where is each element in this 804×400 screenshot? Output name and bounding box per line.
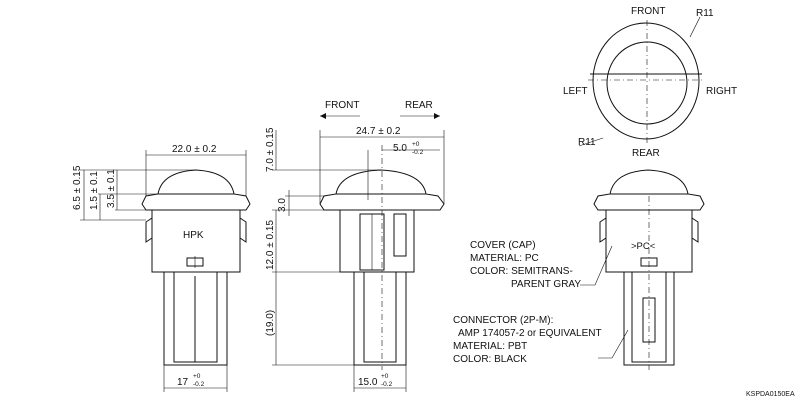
side-connector bbox=[353, 272, 407, 366]
side-view: FRONT REAR 24.7 ± 0.2 5.0 +0 -0.2 bbox=[265, 100, 445, 392]
side-connector-inner bbox=[363, 272, 397, 363]
notes: COVER (CAP) MATERIAL: PC COLOR: SEMITRAN… bbox=[453, 240, 602, 365]
rear-side-arrowhead bbox=[434, 113, 440, 119]
dim-7-text: 7.0 ± 0.15 bbox=[265, 127, 276, 172]
dim-15-text: 15.0 bbox=[358, 377, 378, 388]
cover-leader bbox=[580, 245, 613, 286]
dim-15-tol-upper: +0 bbox=[381, 373, 389, 380]
right-right-clip bbox=[691, 217, 699, 243]
cover-note-line-3: COLOR: SEMITRANS- bbox=[470, 266, 573, 277]
connector-note-line-3: MATERIAL: PBT bbox=[453, 341, 527, 352]
r11-bottom-label: R11 bbox=[578, 137, 596, 148]
dim-1-5-text: 1.5 ± 0.1 bbox=[89, 171, 100, 210]
connector-note-line-1: CONNECTOR (2P-M): bbox=[453, 315, 553, 326]
connector-leader bbox=[598, 329, 629, 359]
front-left-clip bbox=[145, 217, 153, 243]
front-right-clip bbox=[239, 217, 247, 243]
rear-side-label: REAR bbox=[405, 100, 433, 111]
right-connector-slot bbox=[642, 297, 656, 343]
rear-bottom-label: REAR bbox=[632, 148, 660, 159]
right-cap bbox=[593, 169, 705, 211]
drawing-code: KSPDA0150EA bbox=[746, 391, 795, 398]
front-body bbox=[151, 210, 241, 273]
hpk-label: HPK bbox=[183, 230, 204, 241]
cover-note-line-1: COVER (CAP) bbox=[470, 240, 536, 251]
dim-19-text: (19.0) bbox=[265, 310, 276, 336]
dim-3-5-text: 3.5 ± 0.1 bbox=[106, 169, 117, 208]
front-cap bbox=[141, 169, 251, 211]
right-connector-inner bbox=[631, 272, 667, 363]
front-view: HPK 22.0 ± 0.2 6.5 ± 0.15 1.5 ± 0.1 3.5 … bbox=[72, 144, 251, 392]
front-side-arrowhead bbox=[320, 113, 326, 119]
right-left-clip bbox=[599, 217, 607, 243]
connector-note-line-4: COLOR: BLACK bbox=[453, 354, 527, 365]
r11-top-leader bbox=[689, 16, 701, 38]
left-label: LEFT bbox=[563, 86, 587, 97]
right-label: RIGHT bbox=[706, 86, 737, 97]
front-top-label: FRONT bbox=[631, 6, 665, 17]
side-cap bbox=[319, 169, 445, 211]
front-connector bbox=[163, 272, 228, 366]
dim-15-tol-lower: -0.2 bbox=[381, 381, 393, 388]
r11-top-label: R11 bbox=[696, 8, 714, 19]
cover-note-line-4: PARENT GRAY bbox=[511, 279, 581, 290]
side-body-rib bbox=[393, 213, 407, 257]
right-view: >PC< bbox=[580, 169, 705, 370]
side-body bbox=[339, 210, 415, 273]
top-view: FRONT R11 LEFT RIGHT R11 REAR bbox=[563, 6, 737, 159]
r11-bottom-leader bbox=[578, 137, 604, 147]
dim-17-tol-lower: -0.2 bbox=[193, 381, 205, 388]
pc-mark-label: >PC< bbox=[631, 241, 656, 252]
dim-5-tol-lower: -0.2 bbox=[412, 149, 424, 156]
dim-6-5-text: 6.5 ± 0.15 bbox=[72, 165, 83, 210]
dim-5-text: 5.0 bbox=[393, 143, 407, 154]
dim-22-text: 22.0 ± 0.2 bbox=[172, 144, 217, 155]
connector-note-line-2: AMP 174057-2 or EQUIVALENT bbox=[458, 328, 602, 339]
dim-12-text: 12.0 ± 0.15 bbox=[265, 220, 276, 270]
dim-5-tol-upper: +0 bbox=[412, 141, 420, 148]
front-side-label: FRONT bbox=[325, 100, 359, 111]
right-connector bbox=[623, 272, 675, 366]
outer-circle bbox=[592, 22, 700, 140]
right-body bbox=[605, 210, 693, 273]
dim-24-text: 24.7 ± 0.2 bbox=[356, 126, 401, 137]
cover-note-line-2: MATERIAL: PC bbox=[470, 253, 539, 264]
dim-17-text: 17 bbox=[177, 377, 189, 388]
dim-3-text: 3.0 bbox=[277, 198, 288, 212]
dim-17-tol-upper: +0 bbox=[193, 373, 201, 380]
